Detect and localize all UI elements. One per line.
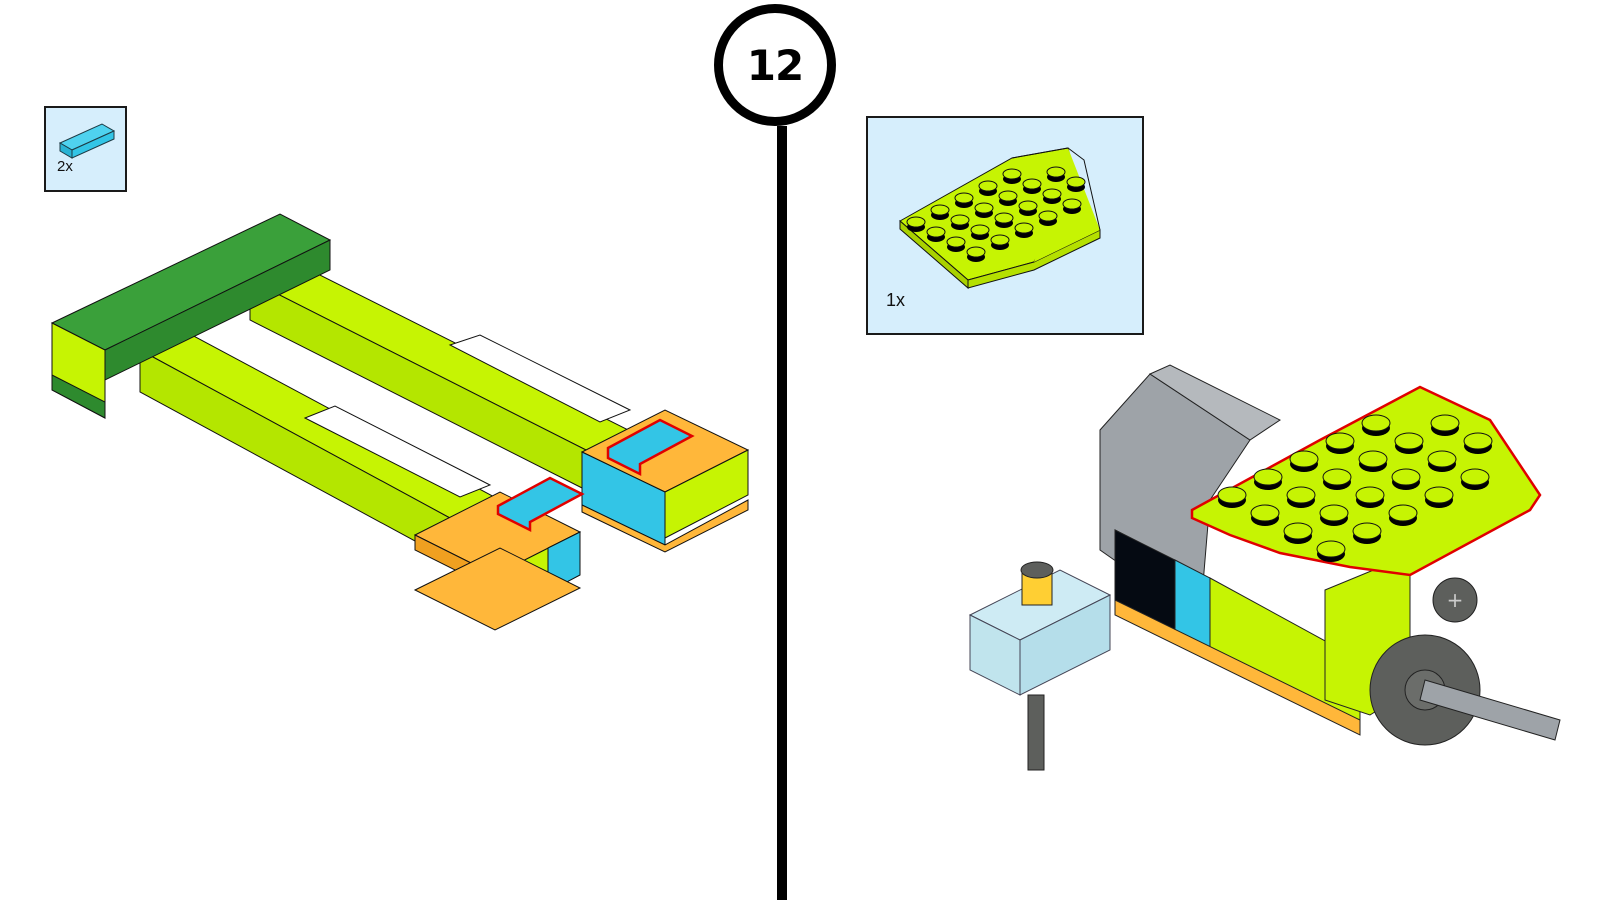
- motor-base: [1114, 529, 1361, 736]
- stud-top: [970, 224, 990, 236]
- stud-top: [1042, 188, 1062, 200]
- gear-8-tooth: +: [1432, 577, 1478, 623]
- grey-axle-leg: [1027, 694, 1045, 771]
- white-plate-back: [448, 334, 632, 423]
- parts-callout-left: 2x: [44, 106, 127, 192]
- stud-top: [1361, 414, 1391, 432]
- wedge-plate-part-icon: [899, 147, 1101, 290]
- stud-top: [1355, 486, 1385, 504]
- stud-top: [1018, 200, 1038, 212]
- right-assembly-illustration: +: [968, 364, 1561, 771]
- stud-top: [1286, 486, 1316, 504]
- highlighted-tile-front: [496, 476, 585, 533]
- stud-top: [930, 204, 950, 216]
- stud-top: [1391, 468, 1421, 486]
- stud-top: [1319, 504, 1349, 522]
- stud-top: [1430, 414, 1460, 432]
- stud-top: [998, 190, 1018, 202]
- stud-top: [1352, 522, 1382, 540]
- stud-top: [1046, 166, 1066, 178]
- wedge-plate-studs: [906, 166, 1086, 262]
- stud-top: [1066, 176, 1086, 188]
- orange-block-front: [413, 491, 582, 631]
- stud-top: [966, 246, 986, 258]
- svg-text:+: +: [1447, 588, 1464, 612]
- stud-top: [946, 236, 966, 248]
- stud-top: [1217, 486, 1247, 504]
- stud-top: [990, 234, 1010, 246]
- tile-1x2-part-icon: [58, 123, 116, 159]
- stud-top: [1394, 432, 1424, 450]
- stud-top: [1253, 468, 1283, 486]
- stud-top: [978, 180, 998, 192]
- stud-top: [1325, 432, 1355, 450]
- stud-top: [1427, 450, 1457, 468]
- stud-top: [1316, 540, 1346, 558]
- step-divider-line: [777, 126, 787, 900]
- left-assembly-illustration: [50, 213, 750, 631]
- stud-top: [954, 192, 974, 204]
- highlighted-tile-back: [606, 418, 695, 477]
- stud-top: [906, 216, 926, 228]
- stud-top: [1022, 178, 1042, 190]
- stud-top: [1038, 210, 1058, 222]
- stud-top: [950, 214, 970, 226]
- dark-green-brick: [50, 213, 332, 419]
- yellow-connector: [1020, 561, 1054, 606]
- white-plate-front: [303, 405, 492, 498]
- step-number-badge: 12: [714, 4, 836, 126]
- wedge-plate-studs: [1217, 414, 1493, 562]
- stud-top: [994, 212, 1014, 224]
- part-quantity: 1x: [886, 290, 906, 310]
- stud-top: [1002, 168, 1022, 180]
- stud-top: [1014, 222, 1034, 234]
- stud-top: [974, 202, 994, 214]
- stud-top: [1358, 450, 1388, 468]
- stud-top: [1283, 522, 1313, 540]
- stud-top: [1322, 468, 1352, 486]
- parts-callout-right: 1x: [866, 116, 1144, 335]
- stud-top: [926, 226, 946, 238]
- stud-top: [1062, 198, 1082, 210]
- step-number: 12: [746, 40, 804, 90]
- stud-top: [1250, 504, 1280, 522]
- stud-top: [1289, 450, 1319, 468]
- stud-top: [1460, 468, 1490, 486]
- stud-top: [1463, 432, 1493, 450]
- stud-top: [1424, 486, 1454, 504]
- axle: [1419, 679, 1561, 741]
- stud-top: [1388, 504, 1418, 522]
- part-quantity: 2x: [57, 158, 73, 175]
